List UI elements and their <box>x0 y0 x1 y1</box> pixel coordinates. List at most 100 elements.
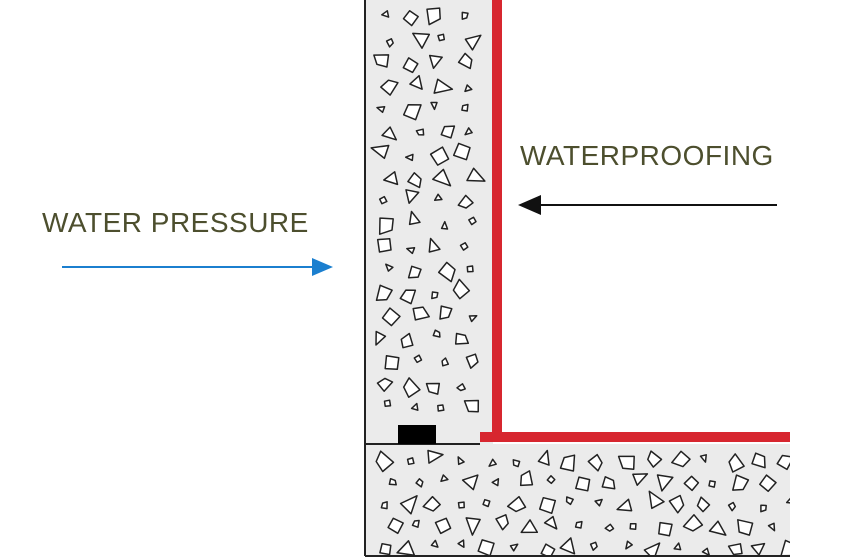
aggregate-stone <box>452 278 471 300</box>
aggregate-stone <box>751 452 766 469</box>
aggregate-stone <box>464 84 473 93</box>
aggregate-stone <box>388 477 397 486</box>
aggregate-stone <box>466 167 486 182</box>
aggregate-stone <box>409 74 423 90</box>
aggregate-stone <box>380 501 388 510</box>
aggregate-stone <box>785 497 790 504</box>
aggregate-stone <box>432 329 441 338</box>
aggregate-stone <box>381 10 390 18</box>
aggregate-stone <box>575 476 591 492</box>
aggregate-stone <box>376 237 392 253</box>
aggregate-stone <box>682 514 704 532</box>
aggregate-stone <box>413 354 423 364</box>
aggregate-stone <box>461 11 469 20</box>
aggregate-stone <box>437 404 445 412</box>
aggregate-stone <box>776 454 790 471</box>
aggregate-stone <box>671 450 691 468</box>
aggregate-stone <box>375 450 395 473</box>
aggregate-stone <box>699 454 707 463</box>
aggregate-stone <box>437 33 446 42</box>
aggregate-stone <box>456 383 466 392</box>
aggregate-stone <box>387 517 404 535</box>
water-pressure-label: WATER PRESSURE <box>42 207 309 238</box>
aggregate-stone <box>379 542 392 556</box>
slab-aggregate <box>375 449 790 556</box>
aggregate-stone <box>512 459 521 468</box>
aggregate-stone <box>463 399 480 413</box>
aggregate-stone <box>432 168 452 187</box>
aggregate-stone <box>407 265 422 279</box>
aggregate-stone <box>378 217 394 235</box>
aggregate-stone <box>384 354 400 371</box>
aggregate-stone <box>422 495 441 512</box>
aggregate-stone <box>632 473 649 486</box>
aggregate-stone <box>519 470 534 487</box>
aggregate-stone <box>477 539 495 556</box>
aggregate-stone <box>385 263 394 272</box>
aggregate-stone <box>433 193 443 202</box>
aggregate-stone <box>760 504 767 513</box>
aggregate-stone <box>737 519 754 536</box>
aggregate-stone <box>427 449 444 464</box>
aggregate-stone <box>464 34 482 51</box>
aggregate-stone <box>767 522 776 532</box>
aggregate-stone <box>457 194 474 209</box>
aggregate-stone <box>495 514 509 531</box>
aggregate-stone <box>625 540 633 550</box>
aggregate-stone <box>604 523 615 532</box>
aggregate-stone <box>617 455 635 470</box>
aggregate-stone <box>412 32 431 49</box>
aggregate-stone <box>727 543 743 556</box>
aggregate-stone <box>381 126 398 141</box>
aggregate-stone <box>408 210 421 226</box>
aggregate-stone <box>426 7 441 26</box>
aggregate-stone <box>400 332 414 349</box>
aggregate-stone <box>491 478 500 487</box>
aggregate-stone <box>648 490 665 510</box>
aggregate-stone <box>750 542 766 556</box>
aggregate-stone <box>658 521 673 537</box>
aggregate-stone <box>399 289 417 305</box>
aggregate-stone <box>468 216 477 226</box>
aggregate-stone <box>380 79 399 96</box>
waterproofing-label: WATERPROOFING <box>520 140 774 171</box>
aggregate-stone <box>594 498 603 507</box>
aggregate-stone <box>559 454 576 472</box>
aggregate-stone <box>546 475 556 485</box>
aggregate-stone <box>464 127 473 136</box>
aggregate-stone <box>415 128 425 136</box>
aggregate-stone <box>383 399 392 407</box>
aggregate-stone <box>728 453 745 473</box>
aggregate-stone <box>402 57 419 74</box>
aggregate-stone <box>701 547 711 556</box>
aggregate-stone <box>434 517 452 535</box>
aggregate-stone <box>574 520 583 529</box>
aggregate-stone <box>643 542 661 556</box>
aggregate-stone <box>629 522 637 531</box>
aggregate-stone <box>461 103 469 112</box>
aggregate-stone <box>587 453 603 472</box>
waterproofing-arrow <box>518 195 777 215</box>
aggregate-stone <box>708 520 727 536</box>
aggregate-stone <box>468 315 478 323</box>
aggregate-stone <box>589 541 598 551</box>
aggregate-stone <box>428 54 443 70</box>
aggregate-stone <box>402 10 419 27</box>
aggregate-stone <box>759 474 777 493</box>
aggregate-stone <box>370 144 390 160</box>
aggregate-stone <box>457 456 465 466</box>
aggregate-stone <box>415 478 424 488</box>
aggregate-stone <box>647 450 663 468</box>
aggregate-stone <box>673 542 682 551</box>
aggregate-stone <box>396 540 416 556</box>
aggregate-stone <box>457 539 465 548</box>
aggregate-stone <box>452 142 471 161</box>
aggregate-stone <box>441 357 450 367</box>
aggregate-stone <box>559 537 576 555</box>
aggregate-stone <box>378 195 388 205</box>
aggregate-stone <box>509 543 519 552</box>
aggregate-stone <box>440 474 449 483</box>
aggregate-stone <box>429 146 450 166</box>
aggregate-stone <box>506 495 527 513</box>
